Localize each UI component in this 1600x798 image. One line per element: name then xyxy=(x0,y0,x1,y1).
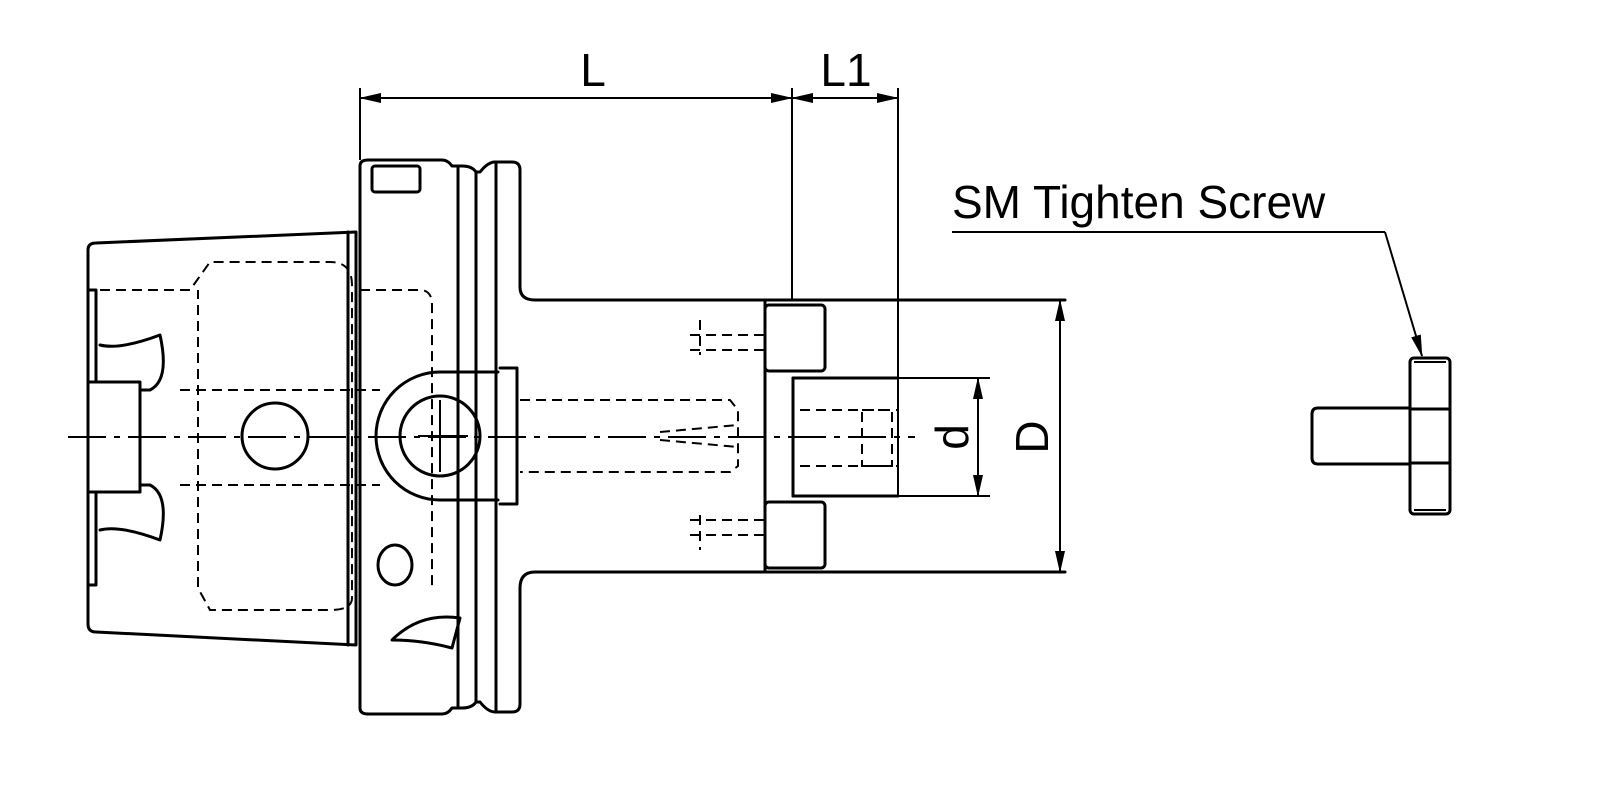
dimension-D-label: D xyxy=(1006,420,1058,453)
dimension-lines xyxy=(359,88,1065,573)
clamp-collar xyxy=(690,298,1067,574)
dimension-L-label: L xyxy=(580,44,606,96)
tighten-screw xyxy=(1310,356,1452,516)
small-hole xyxy=(376,543,414,587)
hsk-internal-cavity xyxy=(100,261,433,611)
cross-hole xyxy=(240,401,310,471)
dimension-d-label: d xyxy=(926,424,978,450)
callout-arrow xyxy=(1384,231,1423,357)
hsk-taper xyxy=(86,230,358,647)
clamp-bore xyxy=(374,366,739,506)
dimension-L1-label: L1 xyxy=(820,44,871,96)
screw-callout-label: SM Tighten Screw xyxy=(952,176,1326,228)
